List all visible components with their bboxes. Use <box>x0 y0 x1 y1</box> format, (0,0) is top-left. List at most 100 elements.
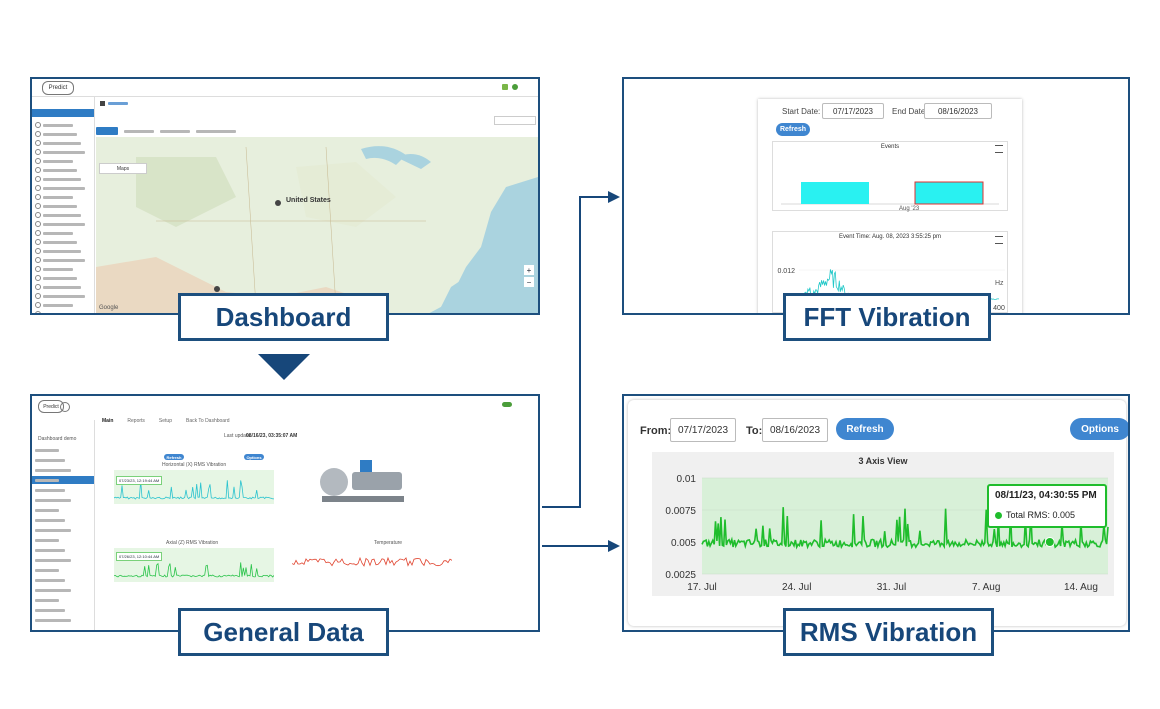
sidebar-row[interactable] <box>35 566 59 574</box>
sensor-status-icon <box>35 158 41 164</box>
sensor-status-icon <box>35 311 41 313</box>
toolbar-item[interactable] <box>160 130 190 133</box>
general-sidebar: Dashboard demo <box>32 420 95 630</box>
sidebar-row[interactable] <box>35 466 71 474</box>
general-tab[interactable]: Back To Dashboard <box>185 418 230 424</box>
spectrum-menu-icon[interactable] <box>995 236 1003 244</box>
sidebar-row[interactable] <box>35 139 81 147</box>
sidebar-row-label <box>43 141 81 145</box>
general-tab[interactable]: Reports <box>127 418 145 424</box>
sidebar-row[interactable] <box>35 506 59 514</box>
sidebar-row[interactable] <box>35 576 65 584</box>
sidebar-row[interactable] <box>35 121 73 129</box>
fft-end-label: End Date: <box>892 107 928 116</box>
fft-end-input[interactable]: 08/16/2023 <box>924 103 992 119</box>
sidebar-row[interactable] <box>35 193 73 201</box>
general-data-label: General Data <box>178 608 389 656</box>
map-country-label: United States <box>286 197 331 204</box>
search-input[interactable] <box>494 116 536 125</box>
sidebar-row[interactable] <box>35 256 85 264</box>
sidebar-row[interactable] <box>35 211 81 219</box>
sidebar-row[interactable] <box>35 596 59 604</box>
sidebar-row[interactable] <box>35 456 65 464</box>
sidebar-row[interactable] <box>35 476 59 484</box>
sidebar-row[interactable] <box>35 536 59 544</box>
sidebar-row[interactable] <box>35 202 77 210</box>
sensor-status-icon <box>35 221 41 227</box>
sidebar-row-label <box>35 578 65 582</box>
general-tab[interactable]: Setup <box>158 418 172 424</box>
sidebar-row[interactable] <box>35 157 73 165</box>
sidebar-row-label <box>35 538 59 542</box>
sidebar-row-label <box>43 267 73 271</box>
sidebar-row-label <box>35 558 71 562</box>
sidebar-row[interactable] <box>35 148 85 156</box>
sidebar-row-label <box>35 498 71 502</box>
fft-refresh-button[interactable]: Refresh <box>776 123 810 136</box>
sidebar-row[interactable] <box>35 247 81 255</box>
general-options-button[interactable]: Options <box>244 454 264 460</box>
home-icon[interactable] <box>100 101 105 106</box>
sidebar-row[interactable] <box>35 265 73 273</box>
events-chart: Events Aug '23 <box>772 141 1008 212</box>
sidebar-row-label <box>43 150 85 154</box>
sidebar-row[interactable] <box>35 606 65 614</box>
toolbar-item[interactable] <box>196 130 236 133</box>
sidebar-row[interactable] <box>35 283 81 291</box>
sidebar-row-label <box>35 528 71 532</box>
notification-icon[interactable] <box>512 84 518 90</box>
rms-refresh-button[interactable]: Refresh <box>836 418 894 440</box>
rms-xtick: 31. Jul <box>877 582 906 593</box>
filter-button[interactable] <box>96 127 118 135</box>
spectrum-xunit: Hz <box>995 280 1004 287</box>
sidebar-row[interactable] <box>35 526 71 534</box>
sidebar-row[interactable] <box>35 310 77 313</box>
sidebar-row[interactable] <box>35 301 73 309</box>
sidebar-row[interactable] <box>35 166 77 174</box>
sidebar-row[interactable] <box>35 220 85 228</box>
sidebar-row[interactable] <box>35 446 59 454</box>
toolbar-item[interactable] <box>124 130 154 133</box>
sensor-status-icon <box>35 185 41 191</box>
sidebar-row[interactable] <box>35 586 71 594</box>
toggle-icon[interactable] <box>502 402 512 407</box>
sidebar-active-item[interactable] <box>32 109 94 117</box>
breadcrumb <box>108 102 128 105</box>
rms-from-input[interactable]: 07/17/2023 <box>670 418 736 442</box>
chart1-tooltip: 07/23/23, 12:19:44 AM <box>116 476 163 485</box>
sidebar-row[interactable] <box>35 229 73 237</box>
sidebar-row[interactable] <box>35 496 71 504</box>
sidebar-row[interactable] <box>35 556 71 564</box>
zoom-out-button[interactable]: − <box>524 277 534 287</box>
sidebar-row[interactable] <box>35 546 65 554</box>
sidebar-row[interactable] <box>35 274 77 282</box>
general-tab[interactable]: Main <box>102 418 114 424</box>
sidebar-row[interactable] <box>35 238 77 246</box>
spectrum-title: Event Time: Aug. 08, 2023 3:55:25 pm <box>838 234 942 240</box>
rms-to-input[interactable]: 08/16/2023 <box>762 418 828 442</box>
fft-start-input[interactable]: 07/17/2023 <box>822 103 884 119</box>
events-menu-icon[interactable] <box>995 145 1003 153</box>
zoom-in-button[interactable]: + <box>524 265 534 275</box>
spectrum-xtick: 400 <box>993 305 1005 312</box>
sidebar-row[interactable] <box>35 516 65 524</box>
menu-icon[interactable] <box>60 402 70 412</box>
spectrum-ytick: 0.012 <box>777 268 795 275</box>
sidebar-row[interactable] <box>35 184 85 192</box>
map-tab[interactable]: Maps <box>99 163 147 174</box>
sensor-status-icon <box>35 176 41 182</box>
map-view[interactable]: United States Google Maps + − <box>96 137 538 313</box>
sidebar-row[interactable] <box>35 175 81 183</box>
highlight-point[interactable] <box>1044 537 1055 547</box>
rms-ytick: 0.01 <box>677 474 697 485</box>
fft-start-label: Start Date: <box>782 107 821 116</box>
sidebar-active-item[interactable] <box>32 476 94 484</box>
user-icon[interactable] <box>502 84 508 90</box>
sidebar-row[interactable] <box>35 292 85 300</box>
sidebar-row[interactable] <box>35 130 77 138</box>
general-refresh-button[interactable]: Refresh <box>164 454 184 460</box>
rms-options-button[interactable]: Options <box>1070 418 1128 440</box>
sidebar-row[interactable] <box>35 616 71 624</box>
sidebar-row[interactable] <box>35 486 65 494</box>
